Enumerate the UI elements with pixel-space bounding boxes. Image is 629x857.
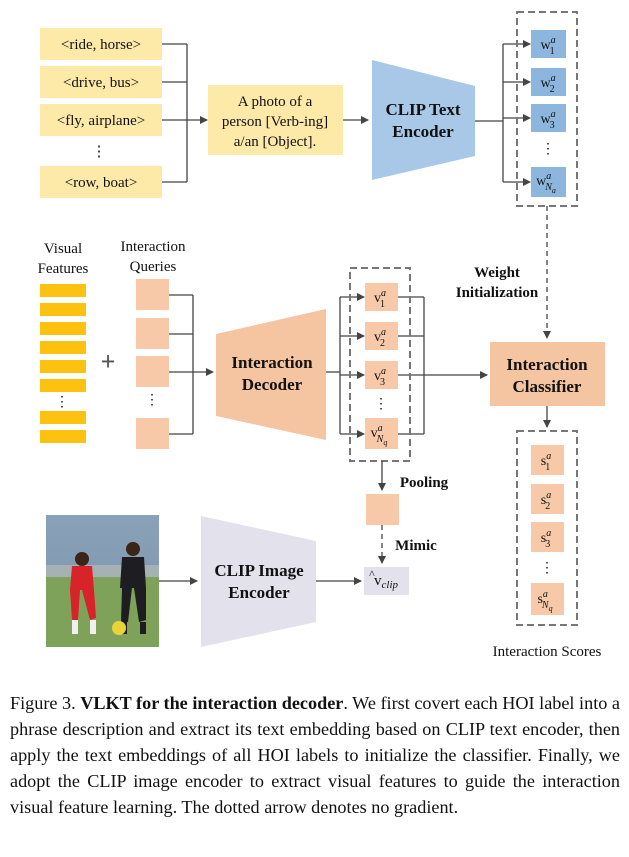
visual-feature-bar (40, 341, 86, 354)
visual-features-label: Visual (44, 241, 82, 257)
interaction-decoder-label: Interaction (231, 353, 313, 372)
interaction-queries-label: Interaction (121, 239, 186, 255)
visual-features (40, 284, 86, 443)
visual-feature-bar (40, 360, 86, 373)
interaction-scores-label: Interaction Scores (493, 644, 602, 660)
visual-feature-bar (40, 284, 86, 297)
score-cell (531, 484, 564, 514)
vlkt-figure: <ride, horse> <drive, bus> <fly, airplan… (38, 11, 605, 660)
interaction-decoder (216, 309, 326, 440)
text-embedding-group (516, 11, 578, 207)
score-cell (531, 445, 564, 475)
text-embedding-cell (531, 167, 566, 197)
clip-text-encoder-label: CLIP Text (385, 100, 460, 119)
interaction-queries-ellipsis: ⋮ (145, 393, 159, 408)
score-ellipsis: ⋮ (540, 561, 554, 576)
hoi-label-box (40, 66, 162, 98)
hoi-labels: <ride, horse> <drive, bus> <fly, airplan… (40, 28, 162, 198)
clip-image-encoder-label: Encoder (228, 583, 290, 602)
hoi-label-box (40, 104, 162, 136)
query-embedding-cell (365, 361, 398, 389)
text-embedding-cell (531, 68, 566, 96)
clip-image-encoder (201, 516, 316, 647)
text-embedding-cell (531, 30, 566, 58)
hoi-label-box (40, 166, 162, 198)
interaction-queries (136, 279, 169, 449)
interaction-scores-group (516, 430, 578, 626)
interaction-query (136, 356, 169, 387)
plus-sign: + (101, 347, 116, 376)
pooled-feature (366, 494, 399, 525)
visual-feature-bar (40, 379, 86, 392)
text-embedding-cell (531, 104, 566, 132)
interaction-query (136, 279, 169, 310)
figure-caption: Figure 3. VLKT for the interaction decod… (10, 690, 620, 820)
hoi-label: <drive, bus> (63, 75, 139, 91)
query-embedding-ellipsis: ⋮ (374, 397, 388, 412)
interaction-queries-label: Queries (130, 259, 177, 275)
interaction-classifier (490, 342, 605, 406)
score-cell (531, 583, 564, 615)
text-embedding-ellipsis: ⋮ (541, 142, 555, 157)
prompt-template-line: person [Verb-ing] (222, 114, 328, 130)
weight-init-label: Weight (474, 265, 520, 281)
text-emb-connector (475, 40, 531, 186)
caption-body: . We first covert each HOI label into a … (10, 693, 620, 817)
pooling-label: Pooling (400, 475, 449, 491)
query-embedding-group (349, 267, 411, 462)
score-cell (531, 522, 564, 552)
visual-features-label: Features (38, 261, 89, 277)
interaction-query (136, 318, 169, 349)
hoi-label: <ride, horse> (61, 37, 141, 53)
caption-lead: Figure 3. (10, 693, 81, 713)
weight-init-label: Initialization (456, 285, 539, 301)
caption-bold: VLKT for the interaction decoder (80, 693, 344, 713)
interaction-classifier-label: Interaction (506, 355, 588, 374)
queries-merge-connector (169, 294, 214, 435)
vclip-feature (364, 567, 409, 595)
hoi-label: <row, boat> (65, 175, 138, 191)
mimic-label: Mimic (395, 538, 437, 554)
hoi-label-ellipsis: ⋮ (92, 144, 107, 160)
interaction-decoder-label: Decoder (242, 375, 303, 394)
hoi-label: <fly, airplane> (57, 113, 145, 129)
labels-merge-connector (162, 43, 208, 183)
clip-image-encoder-label: CLIP Image (214, 561, 304, 580)
hoi-label-box (40, 28, 162, 60)
vclip-hat: ^ (369, 567, 375, 581)
visual-feature-bar (40, 430, 86, 443)
visual-features-ellipsis: ⋮ (55, 395, 69, 410)
clip-text-encoder (372, 60, 475, 180)
vclip-label: vclip (374, 573, 398, 591)
input-image (46, 515, 159, 647)
interaction-query (136, 418, 169, 449)
query-embedding-cell (365, 418, 398, 449)
visual-feature-bar (40, 322, 86, 335)
visual-feature-bar (40, 411, 86, 424)
query-embedding-cell (365, 283, 398, 311)
prompt-template-box (208, 85, 343, 155)
query-embedding-cell (365, 322, 398, 350)
prompt-template-line: a/an [Object]. (234, 134, 316, 150)
visual-feature-bar (40, 303, 86, 316)
clip-text-encoder-label: Encoder (392, 122, 454, 141)
interaction-classifier-label: Classifier (513, 377, 582, 396)
prompt-template-line: A photo of a (238, 94, 313, 110)
